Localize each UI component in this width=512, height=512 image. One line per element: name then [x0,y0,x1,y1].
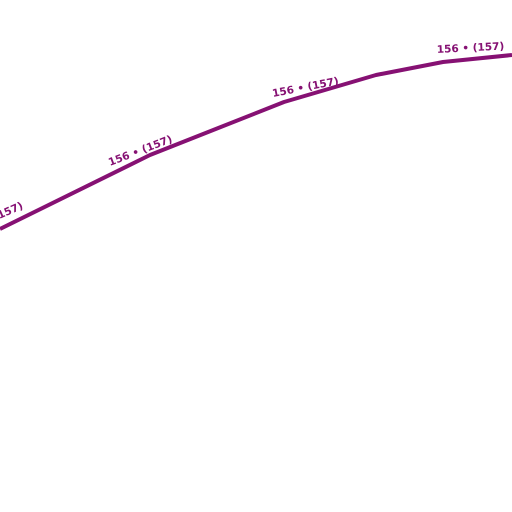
road-line[interactable] [0,53,512,231]
road-label: 156 • (157) [437,40,505,56]
